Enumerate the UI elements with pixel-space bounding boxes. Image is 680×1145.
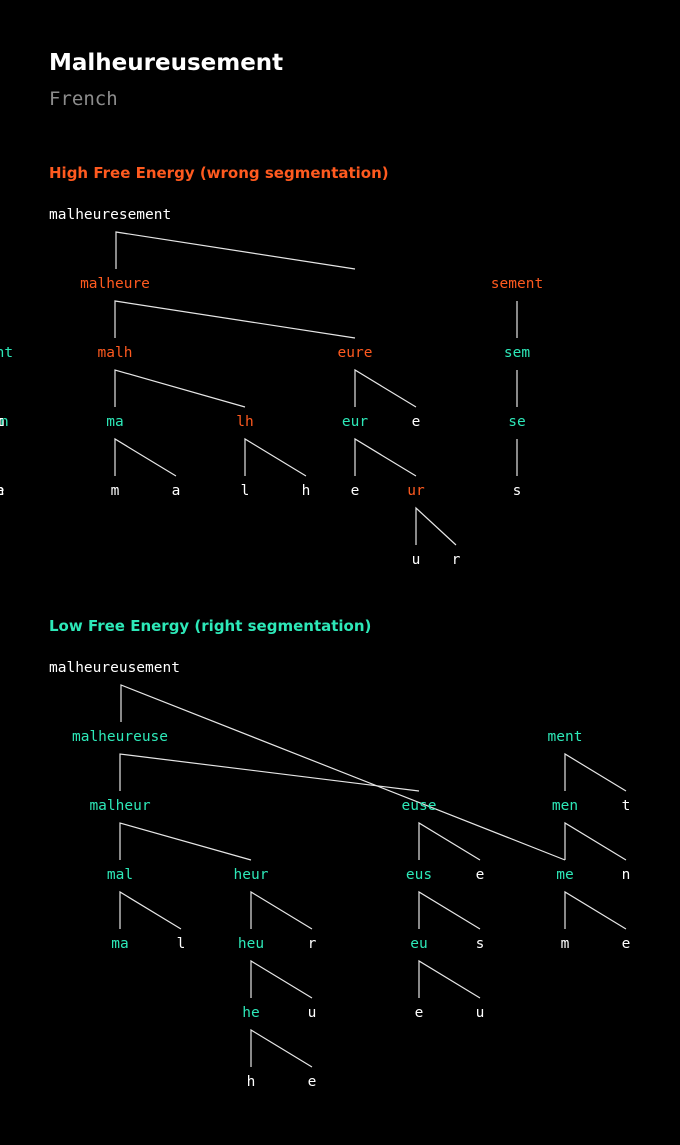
tree-node-label: ment [548, 729, 583, 745]
tree-leaf-label: n [0, 483, 4, 499]
tree-leaf-label: e [622, 936, 631, 952]
tree-node-label: ma [106, 414, 123, 430]
tree-leaf-label: a [172, 483, 181, 499]
tree-edge [564, 890, 627, 930]
tree-edge [114, 300, 356, 339]
tree-node-label: euse [402, 798, 437, 814]
tree-edge [354, 368, 417, 408]
tree-edge [114, 437, 177, 477]
tree-leaf-label: t [622, 798, 631, 814]
tree-heading-low: Low Free Energy (right segmentation) [49, 617, 371, 635]
tree-node-label: he [242, 1005, 259, 1021]
tree-leaf-label: u [476, 1005, 485, 1021]
tree-leaf-label: h [302, 483, 311, 499]
tree-leaf-label: h [247, 1074, 256, 1090]
tree-edge [250, 959, 313, 999]
tree-node-label: lh [236, 414, 253, 430]
tree-leaf-label: e [412, 414, 421, 430]
tree-leaf-label: l [241, 483, 250, 499]
tree-leaf-label: e [308, 1074, 317, 1090]
tree-edge [250, 890, 313, 930]
tree-leaf-label: u [412, 552, 421, 568]
tree-node-label: malheure [80, 276, 150, 292]
tree-node-label: eur [342, 414, 368, 430]
tree-root-label: malheuresement [49, 207, 171, 223]
tree-node-label: sement [491, 276, 543, 292]
tree-node-label: malheureuse [72, 729, 168, 745]
tree-leaf-label: l [177, 936, 186, 952]
tree-edge [115, 231, 356, 270]
tree-node-label: men [552, 798, 578, 814]
page-title: Malheureusement [49, 50, 283, 76]
tree-edge [354, 437, 417, 477]
tree-leaf-label: n [622, 867, 631, 883]
tree-node-label: me [556, 867, 573, 883]
tree-leaf-label: e [476, 867, 485, 883]
tree-node-label: eure [338, 345, 373, 361]
tree-leaf-label: s [476, 936, 485, 952]
tree-node-label: heur [234, 867, 269, 883]
tree-leaf-label: u [308, 1005, 317, 1021]
tree-node-label: mal [107, 867, 133, 883]
tree-heading-high: High Free Energy (wrong segmentation) [49, 164, 389, 182]
tree-leaf-label: m [0, 414, 5, 430]
tree-edge [418, 821, 481, 861]
tree-node-label: sem [504, 345, 530, 361]
tree-edge [114, 369, 246, 408]
tree-leaf-label: e [351, 483, 360, 499]
tree-node-label: en [0, 414, 9, 430]
tree-leaf-label: m [111, 483, 120, 499]
tree-node-label: malheur [89, 798, 150, 814]
language-label: French [49, 88, 118, 110]
tree-edge [418, 959, 481, 999]
tree-edge [564, 821, 627, 861]
tree-leaf-label: ma [111, 936, 128, 952]
tree-edge [244, 437, 307, 477]
tree-node-label: se [508, 414, 525, 430]
tree-leaf-label: e [415, 1005, 424, 1021]
tree-leaf-label: e [0, 483, 4, 499]
tree-leaf-label: m [561, 936, 570, 952]
tree-edge [415, 506, 457, 546]
tree-leaf-label: s [513, 483, 522, 499]
tree-leaf-label: r [452, 552, 461, 568]
tree-edge [564, 752, 627, 792]
tree-node-label: ent [0, 345, 13, 361]
tree-node-label: eu [410, 936, 427, 952]
tree-leaf-label: t [0, 414, 4, 430]
tree-edge [120, 684, 566, 861]
tree-edge [119, 822, 252, 861]
tree-edge [119, 753, 420, 792]
tree-edge [119, 890, 182, 930]
tree-root-label: malheureusement [49, 660, 180, 676]
tree-node-label: malh [98, 345, 133, 361]
tree-node-label: ur [407, 483, 425, 499]
tree-leaf-label: r [308, 936, 317, 952]
tree-leaf-label: e [0, 483, 4, 499]
tree-node-label: eus [406, 867, 432, 883]
tree-edge [418, 890, 481, 930]
tree-edge [250, 1028, 313, 1068]
tree-node-label: heu [238, 936, 264, 952]
